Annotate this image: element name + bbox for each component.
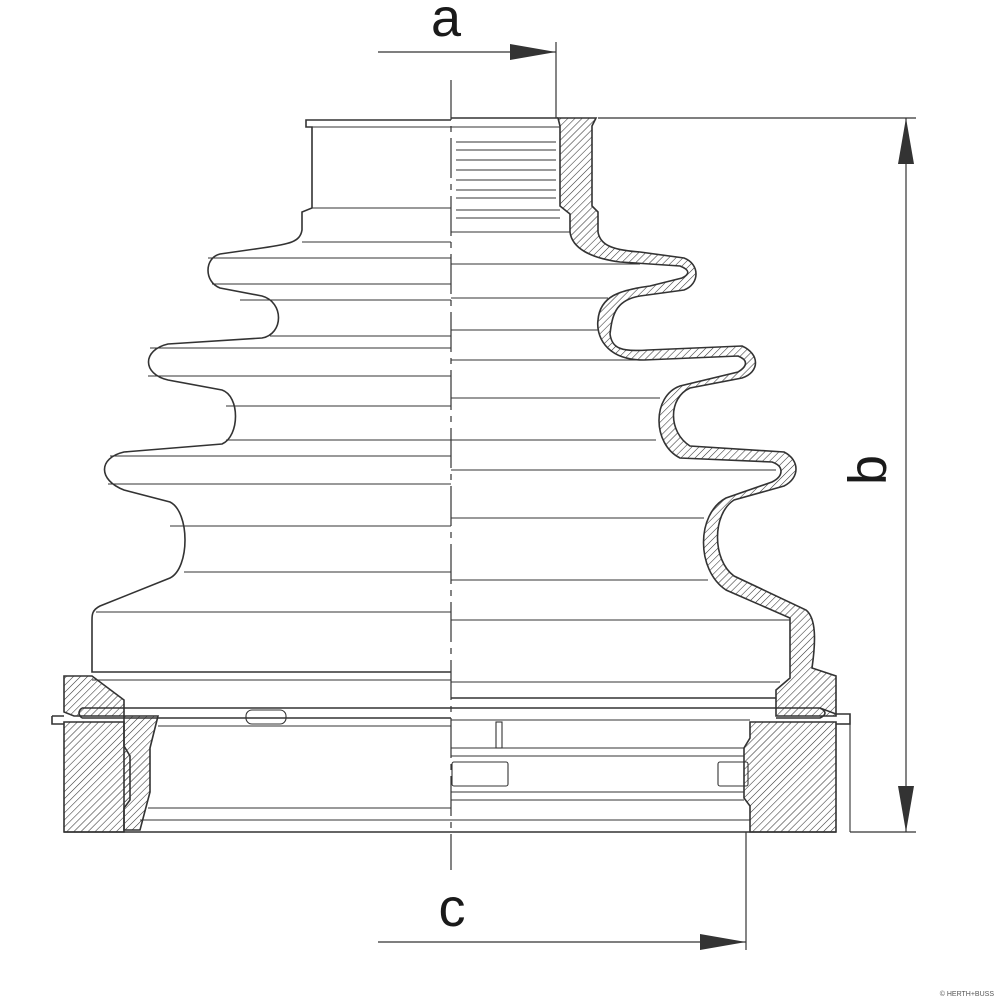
dimension-b: b bbox=[598, 117, 916, 833]
dimension-b-label: b bbox=[838, 455, 898, 485]
dimension-a: a bbox=[378, 0, 557, 118]
housing-flange-left bbox=[51, 675, 451, 833]
boot-exterior-left bbox=[91, 119, 451, 673]
dimension-c: c bbox=[378, 832, 747, 950]
dimension-c-label: c bbox=[439, 878, 466, 938]
copyright-credit: © HERTH+BUSS bbox=[940, 990, 995, 998]
housing-flange-right bbox=[451, 697, 851, 833]
dimension-a-label: a bbox=[431, 0, 462, 48]
boot-section-right bbox=[451, 117, 837, 717]
